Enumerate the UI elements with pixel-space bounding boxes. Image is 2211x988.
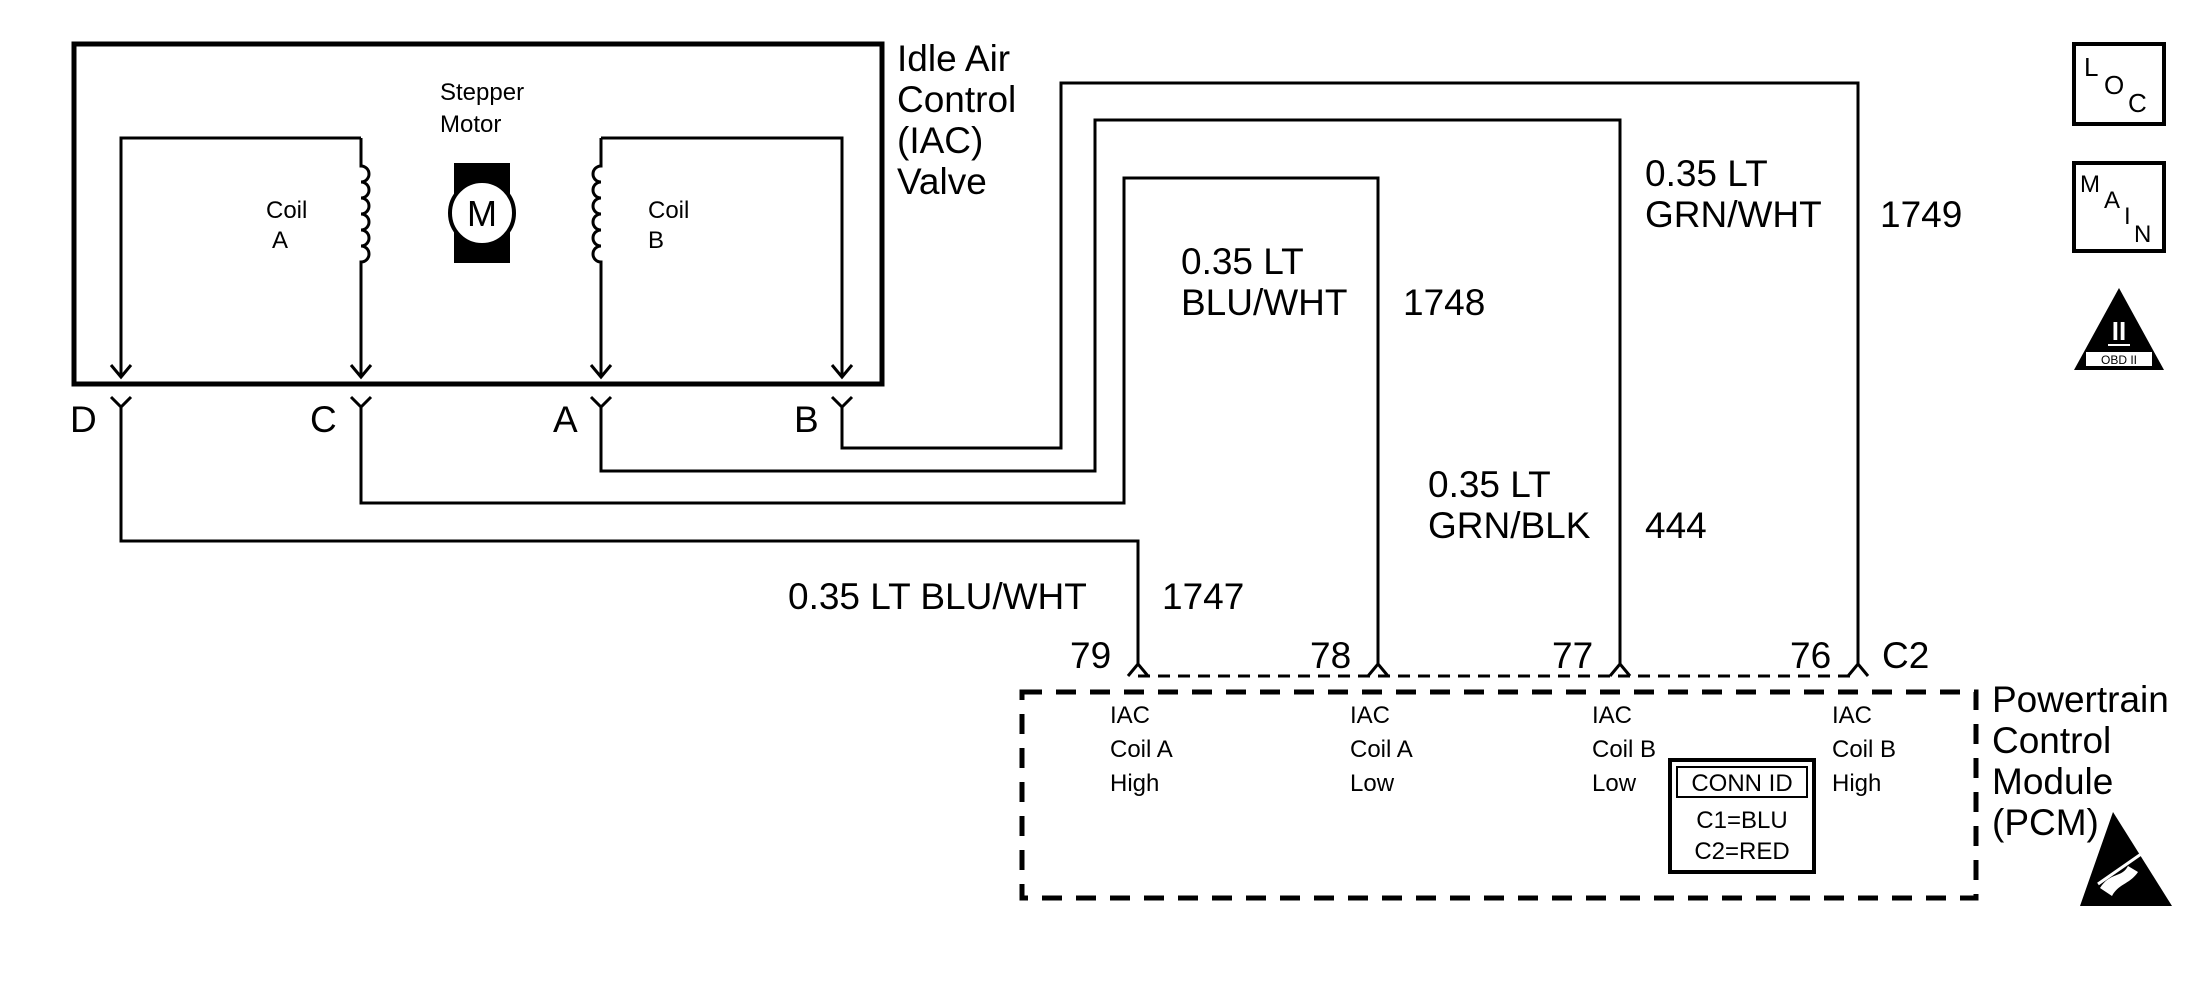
- svg-text:M: M: [467, 193, 497, 234]
- svg-text:M: M: [2080, 171, 2100, 198]
- terminal-77-label: IAC Coil B Low: [1592, 702, 1663, 797]
- coil-b-winding: [591, 138, 603, 375]
- coil-a-loop: [119, 136, 361, 375]
- svg-text:OBD II: OBD II: [2101, 353, 2137, 367]
- pin-c-label: C: [310, 399, 337, 440]
- connector-c2-label: C2: [1882, 635, 1929, 676]
- coil-b-label: Coil B: [648, 197, 696, 254]
- terminal-79-label: IAC Coil A High: [1110, 702, 1178, 797]
- terminal-76-number: 76: [1790, 635, 1831, 676]
- pcm-terminal-symbols: [1126, 661, 1870, 677]
- wire-444-circuit: 444: [1645, 505, 1707, 546]
- terminal-78-label: IAC Coil A Low: [1350, 702, 1418, 797]
- pin-a-label: A: [553, 399, 578, 440]
- pin-arrowheads: [109, 364, 854, 380]
- main-icon[interactable]: M A I N: [2072, 161, 2166, 253]
- conn-id-title: CONN ID: [1691, 770, 1792, 797]
- pin-d-label: D: [70, 399, 97, 440]
- esd-warning-icon: [2080, 812, 2172, 906]
- svg-text:N: N: [2134, 221, 2151, 248]
- wire-444: [599, 118, 1622, 664]
- svg-text:I: I: [2124, 203, 2131, 230]
- stepper-motor-label: Stepper Motor: [440, 79, 531, 138]
- svg-text:L: L: [2084, 52, 2098, 82]
- obd-ii-icon[interactable]: II OBD II: [2074, 288, 2164, 370]
- terminal-77-number: 77: [1552, 635, 1593, 676]
- wire-1749-circuit: 1749: [1880, 194, 1962, 235]
- terminal-76-label: IAC Coil B High: [1832, 702, 1903, 797]
- svg-text:II: II: [2112, 316, 2126, 346]
- stepper-motor-icon: M: [448, 163, 516, 263]
- svg-text:C: C: [2128, 88, 2147, 118]
- coil-a-label: Coil A: [266, 197, 314, 254]
- wire-1749: [840, 81, 1860, 664]
- wire-1748-circuit: 1748: [1403, 282, 1485, 323]
- wire-1748: [359, 176, 1380, 664]
- wire-444-gauge: 0.35 LT GRN/BLK: [1428, 464, 1591, 546]
- wire-1747-circuit: 1747: [1162, 576, 1244, 617]
- pcm-module-box: [1019, 689, 1979, 901]
- iac-valve-title: Idle Air Control (IAC) Valve: [897, 38, 1027, 202]
- svg-text:O: O: [2104, 70, 2124, 100]
- iac-valve-housing: [71, 41, 885, 387]
- conn-id-box: CONN ID C1=BLU C2=RED: [1668, 758, 1816, 874]
- loc-icon[interactable]: L O C: [2072, 42, 2166, 126]
- terminal-78-number: 78: [1310, 635, 1351, 676]
- wire-1748-gauge: 0.35 LT BLU/WHT: [1181, 241, 1348, 323]
- wire-1749-gauge: 0.35 LT GRN/WHT: [1645, 153, 1822, 235]
- coil-b-loop: [601, 136, 844, 375]
- pin-b-label: B: [794, 399, 819, 440]
- terminal-79-number: 79: [1070, 635, 1111, 676]
- coil-a-winding: [359, 138, 371, 375]
- conn-id-c1: C1=BLU: [1696, 807, 1787, 834]
- wire-1747: [119, 420, 1140, 664]
- wire-1747-gauge: 0.35 LT BLU/WHT: [788, 576, 1087, 617]
- svg-text:A: A: [2104, 187, 2120, 214]
- iac-connector-terminals: [109, 395, 854, 420]
- pcm-title: Powertrain Control Module (PCM): [1992, 679, 2179, 843]
- conn-id-c2: C2=RED: [1694, 838, 1789, 865]
